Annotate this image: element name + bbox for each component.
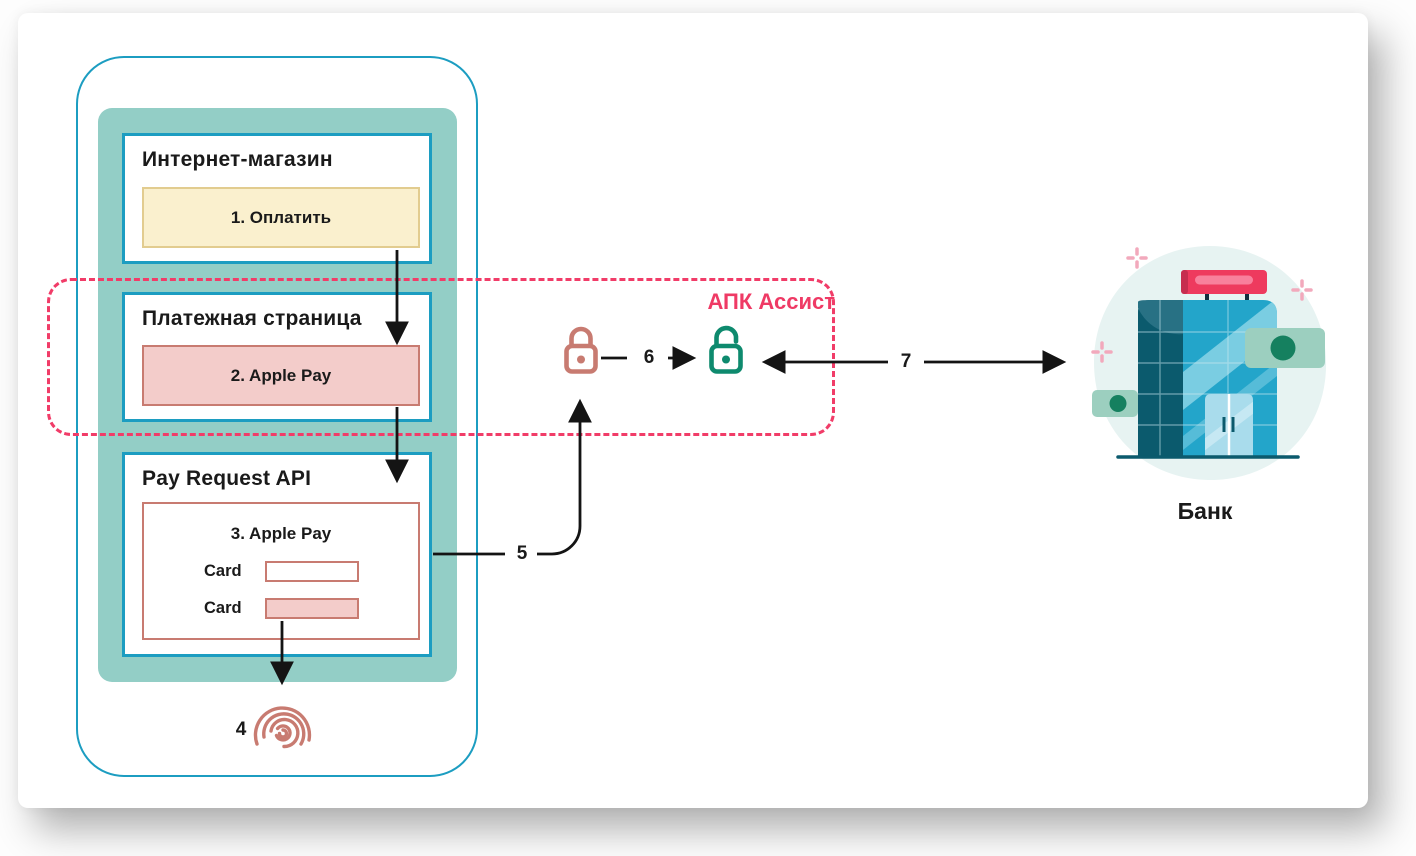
pay-button[interactable]: 1. Оплатить — [142, 187, 420, 248]
step-4-label: 4 — [235, 719, 247, 740]
card-field-label: Card — [204, 599, 242, 617]
payment-page-box: Платежная страница 2. Apple Pay — [122, 292, 432, 422]
bank-door — [1205, 394, 1253, 457]
apple-pay-sheet-title: 3. Apple Pay — [230, 524, 332, 543]
money-bill-icon — [1092, 390, 1138, 417]
bank-building-illustration — [1091, 246, 1327, 481]
card-row: Card — [144, 561, 418, 582]
assist-zone-boundary — [47, 278, 835, 436]
step-6-label: 6 — [643, 347, 655, 368]
step-5-label: 5 — [516, 543, 528, 564]
pay-request-api-box: Pay Request API 3. Apple Pay Card Card — [122, 452, 432, 657]
card-input-field-selected[interactable] — [265, 598, 359, 619]
card-input-field[interactable] — [265, 561, 359, 582]
card-row: Card — [144, 598, 418, 619]
card-field-label: Card — [204, 562, 242, 580]
assist-zone-label: АПК Ассист — [707, 289, 835, 314]
sparkle-icon — [1091, 247, 1313, 363]
shop-title: Интернет-магазин — [142, 148, 333, 171]
step-7-label: 7 — [900, 351, 912, 372]
payment-page-title: Платежная страница — [142, 307, 362, 330]
apple-pay-sheet: 3. Apple Pay Card Card — [142, 502, 420, 640]
bank-label: Банк — [1177, 498, 1233, 524]
pay-request-api-title: Pay Request API — [142, 467, 312, 490]
apple-pay-button[interactable]: 2. Apple Pay — [142, 345, 420, 406]
money-bill-icon — [1245, 328, 1325, 368]
bank-tower — [1138, 300, 1183, 457]
shop-box: Интернет-магазин 1. Оплатить — [122, 133, 432, 264]
bank-sign — [1181, 270, 1267, 294]
